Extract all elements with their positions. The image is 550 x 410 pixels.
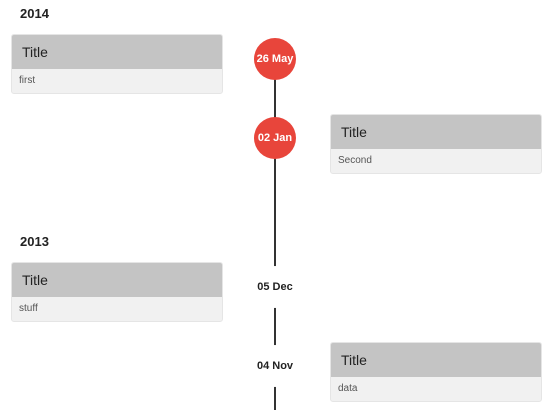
card-title: Title bbox=[331, 115, 541, 149]
timeline-card-3[interactable]: Title stuff bbox=[11, 262, 223, 322]
card-title: Title bbox=[331, 343, 541, 377]
timeline-line bbox=[274, 60, 276, 410]
timeline-card-4[interactable]: Title data bbox=[330, 342, 542, 402]
card-title: Title bbox=[12, 35, 222, 69]
date-badge-3[interactable]: 05 Dec bbox=[254, 266, 296, 308]
year-label-2013: 2013 bbox=[20, 234, 49, 249]
year-label-2014: 2014 bbox=[20, 6, 49, 21]
card-body-text: stuff bbox=[19, 303, 38, 314]
timeline-card-1[interactable]: Title first bbox=[11, 34, 223, 94]
date-badge-4[interactable]: 04 Nov bbox=[254, 345, 296, 387]
card-title: Title bbox=[12, 263, 222, 297]
card-body-text: Second bbox=[338, 155, 372, 166]
date-badge-2[interactable]: 02 Jan bbox=[254, 117, 296, 159]
timeline-card-2[interactable]: Title Second bbox=[330, 114, 542, 174]
card-body-text: data bbox=[338, 383, 358, 394]
card-body-text: first bbox=[19, 75, 36, 86]
date-badge-1[interactable]: 26 May bbox=[254, 38, 296, 80]
